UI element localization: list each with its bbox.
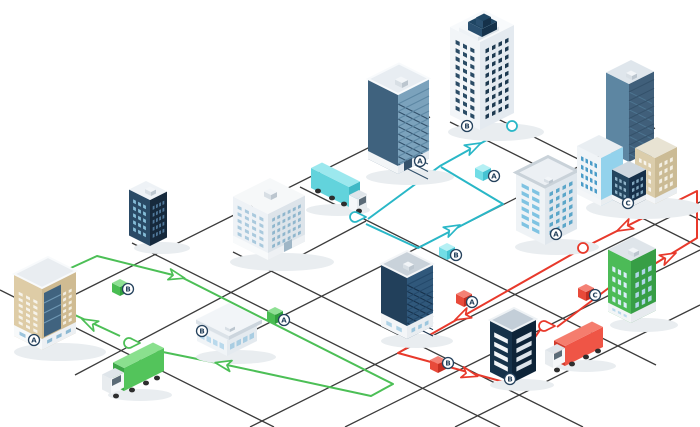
shadow [366,169,454,185]
marker-cube-red-a: A [465,295,479,309]
red-route-arrow [454,307,473,321]
building-complex [577,60,677,208]
teal-route-node [506,120,518,132]
shadow [230,253,334,271]
red-route-origin-pin [538,320,556,332]
marker-cube-red-a-label: A [469,299,475,307]
green-truck [102,342,164,399]
building-white-skyscraper [450,10,514,130]
marker-complex: C [621,196,635,210]
marker-cube-green-a-label: A [281,317,287,325]
marker-cube-teal-b: B [449,248,463,262]
marker-blue-tower-label: A [417,158,423,166]
marker-cube-teal-b-label: B [453,252,458,260]
marker-store: B [195,324,209,338]
green-route-origin-pin [123,337,141,349]
shadow [610,318,678,332]
teal-route-arrow [463,142,482,156]
marker-cube-teal-a-label: A [491,173,497,181]
building-navy-tower [129,181,167,246]
marker-complex-label: C [625,200,630,208]
building-server [487,306,539,383]
marker-store-label: B [199,328,204,336]
shadow [196,350,276,364]
green-route-arrow [167,268,186,281]
building-white-mid [233,178,305,260]
building-store [196,303,262,356]
marker-apartment: A [549,227,563,241]
marker-server: B [503,372,517,386]
cube-red-b [430,356,446,373]
red-route-arrow [658,252,677,266]
grid-road-line [131,242,501,427]
marker-blue-tower: A [413,154,427,168]
marker-skyscraper-label: B [464,123,469,131]
marker-server-label: B [507,376,512,384]
marker-cube-red-b-label: B [445,360,450,368]
red-truck [545,321,603,373]
red-route-node [577,242,589,254]
marker-cube-green-a: A [277,313,291,327]
shadow [134,242,190,254]
teal-route-arrow [442,224,461,238]
marker-beige-tower: A [27,333,41,347]
shadow [586,197,700,219]
marker-apartment-label: A [553,231,559,239]
marker-skyscraper: B [460,119,474,133]
green-route-arrow [214,359,233,373]
teal-route-origin-pin [349,211,367,223]
red-route-arrow [459,366,479,379]
letter-markers-layer: A B A B A C B B A A B A B C [27,119,635,386]
building-apartment [512,154,581,245]
shadow [381,334,453,348]
shadow [108,389,172,401]
marker-beige-tower-label: A [31,337,37,345]
marker-cube-red-b: B [441,356,455,370]
building-blue-tower [365,62,432,180]
shadow [14,343,106,361]
marker-cube-red-c-label: C [592,292,597,300]
marker-cube-teal-a: A [487,169,501,183]
grid-road-line [249,201,700,427]
teal-route-line [365,166,504,249]
teal-truck [311,162,367,214]
trucks-layer [102,162,603,399]
route-nodes-layer [81,120,677,379]
marker-cube-green-b: B [121,282,135,296]
buildings-layer [11,10,677,383]
shadow [490,379,554,391]
marker-cube-green-b-label: B [125,286,130,294]
building-beige-tower [11,255,79,350]
building-green [608,237,656,323]
marker-cube-red-c: C [588,288,602,302]
red-route-arrow [616,218,635,232]
green-route-arrow [81,318,100,332]
building-navy-office [378,249,436,339]
